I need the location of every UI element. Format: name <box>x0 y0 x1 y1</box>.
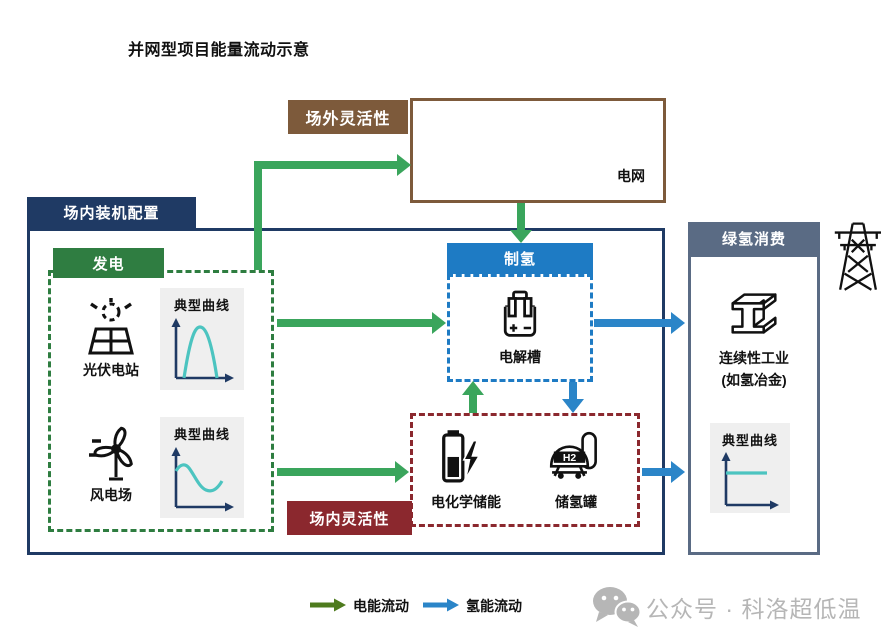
steel-i-beam-icon <box>731 293 777 334</box>
curve-title: 典型曲线 <box>173 298 230 313</box>
battery-label: 电化学储能 <box>431 494 501 510</box>
offsite-flexibility-label: 场外灵活性 <box>288 100 408 134</box>
wind-curve-card: 典型曲线 <box>160 417 244 518</box>
legend-hydrogen-label: 氢能流动 <box>466 598 522 614</box>
solar-panel-icon <box>88 298 134 355</box>
h2-tank-label: 储氢罐 <box>555 494 597 510</box>
grid-box: 电网 <box>410 98 881 291</box>
legend-electricity-arrow <box>310 598 346 612</box>
industry-label: 连续性工业 (如氢冶金) <box>688 347 820 391</box>
pv-curve-chart <box>171 318 234 383</box>
onsite-flexibility-label: 场内灵活性 <box>287 501 412 535</box>
h2-production-box <box>447 274 593 382</box>
h2-text: H2 <box>563 453 577 464</box>
generation-label: 发电 <box>53 248 164 278</box>
curve-title: 典型曲线 <box>721 433 778 448</box>
industry-line1: 连续性工业 <box>719 350 789 366</box>
onsite-config-box <box>27 228 665 555</box>
industry-line2: (如氢冶金) <box>721 372 787 388</box>
consumption-header: 绿氢消费 <box>688 222 820 254</box>
onsite-config-label: 场内装机配置 <box>27 197 196 228</box>
legend-electricity-label: 电能流动 <box>353 598 409 614</box>
transmission-towers-group <box>833 211 881 293</box>
curve-title: 典型曲线 <box>173 427 230 442</box>
wind-curve-chart <box>171 447 234 512</box>
wechat-icon <box>593 587 642 627</box>
onsite-flexibility-box <box>410 413 640 527</box>
wind-label: 风电场 <box>90 487 132 503</box>
electrolyzer-icon <box>503 290 537 337</box>
pv-curve-card: 典型曲线 <box>160 288 244 390</box>
transmission-tower-icon <box>834 222 881 291</box>
h2-production-header: 制氢 <box>447 243 593 274</box>
battery-icon <box>442 430 480 483</box>
consumption-curve-chart <box>721 452 779 510</box>
watermark-text: 公众号 · 科洛超低温 <box>646 596 862 622</box>
grid-label: 电网 <box>617 168 645 184</box>
legend-hydrogen-arrow <box>423 598 459 612</box>
wind-turbine-icon <box>89 426 133 481</box>
consumption-curve-card: 典型曲线 <box>710 423 790 513</box>
electrolyzer-label: 电解槽 <box>499 349 541 365</box>
page-title: 并网型项目能量流动示意 <box>128 42 310 59</box>
h2-tank-icon: H2 <box>549 431 597 479</box>
pv-label: 光伏电站 <box>83 362 139 378</box>
